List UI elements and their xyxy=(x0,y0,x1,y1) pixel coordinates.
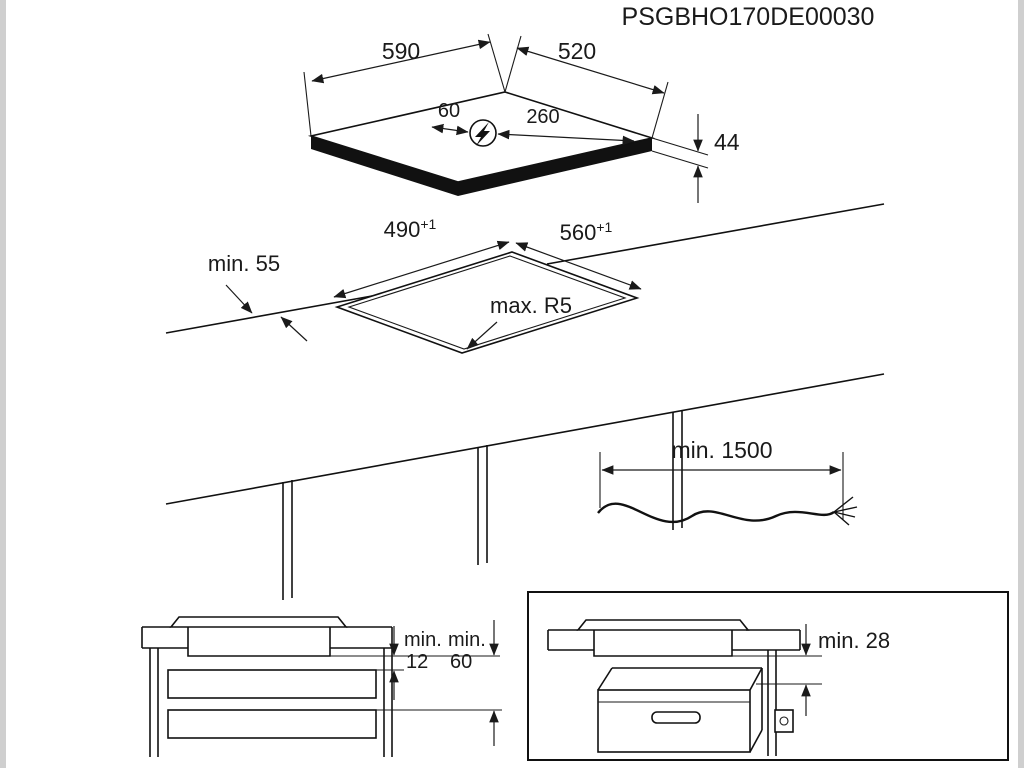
isometric-hob-view: 590 520 44 60 260 xyxy=(303,33,740,203)
dim-cutout-width: 560+1 xyxy=(515,219,642,290)
dim-490-label: 490+1 xyxy=(384,216,437,242)
dim-gap-hob-shelf: min. 60 xyxy=(448,620,499,746)
hob-body-side xyxy=(188,627,330,656)
lightning-icon xyxy=(469,119,497,147)
dim-260-label: 260 xyxy=(526,106,559,128)
drawer-clearance-view: min. 12 min. 60 xyxy=(141,616,502,757)
dim-min12-prefix: min. xyxy=(404,629,442,651)
drawer-front-bottom xyxy=(167,709,377,739)
dim-560-label: 560+1 xyxy=(560,219,613,245)
dim-min60-value: 60 xyxy=(450,651,472,673)
dim-min1500-label: min. 1500 xyxy=(671,437,772,463)
dim-min55-label: min. 55 xyxy=(208,251,280,276)
cable-strands xyxy=(833,496,858,526)
built-in-oven xyxy=(597,667,763,753)
cabinet-panels xyxy=(149,648,393,757)
page-edge-left xyxy=(0,0,6,768)
dim-hob-depth: 520 xyxy=(504,35,669,139)
dim-590-label: 590 xyxy=(382,38,420,64)
oven-view-frame xyxy=(527,591,1009,761)
dim-cable-position: 60 260 xyxy=(431,100,635,146)
dim-min60-prefix: min. xyxy=(448,629,486,651)
oven-front xyxy=(597,689,751,753)
hob-top-plate-side-2 xyxy=(576,619,750,631)
worktop-edge-front xyxy=(165,373,885,505)
hob-body-side-2 xyxy=(594,630,732,656)
dim-cutout-depth: 490+1 xyxy=(333,216,510,299)
worktop-edge-back-left xyxy=(165,295,373,334)
dim-edge-distance: min. 55 xyxy=(208,251,308,342)
dim-maxR5-label: max. R5 xyxy=(490,293,572,318)
oven-handle xyxy=(651,711,701,724)
cabinet-legs xyxy=(282,410,683,600)
document-code: PSGBHO170DE00030 xyxy=(622,3,875,31)
hob-top-plate-side xyxy=(169,616,348,628)
drawer-front-top xyxy=(167,669,377,699)
dim-corner-radius: max. R5 xyxy=(466,293,572,350)
connection-box xyxy=(774,709,794,733)
dim-gap-hob-oven: min. 28 xyxy=(801,624,890,716)
dim-hob-width: 590 xyxy=(303,33,506,137)
dim-60-label: 60 xyxy=(438,100,460,122)
mains-cable-view: min. 1500 xyxy=(597,437,858,526)
dim-44-label: 44 xyxy=(714,129,740,155)
cutout-outer xyxy=(334,251,640,354)
dim-hob-height: 44 xyxy=(651,114,740,203)
dim-min28-label: min. 28 xyxy=(818,628,890,653)
dim-min12-value: 12 xyxy=(406,651,428,673)
oven-clearance-view: min. 28 xyxy=(527,591,1009,761)
dim-520-label: 520 xyxy=(558,38,596,64)
hob-body-band xyxy=(311,136,652,196)
page-edge-right xyxy=(1018,0,1024,768)
worktop-cutout-view: 490+1 560+1 min. 55 max. R5 xyxy=(165,203,885,600)
mains-cable xyxy=(597,502,835,524)
dim-gap-hob-drawer: min. 12 xyxy=(389,626,442,700)
